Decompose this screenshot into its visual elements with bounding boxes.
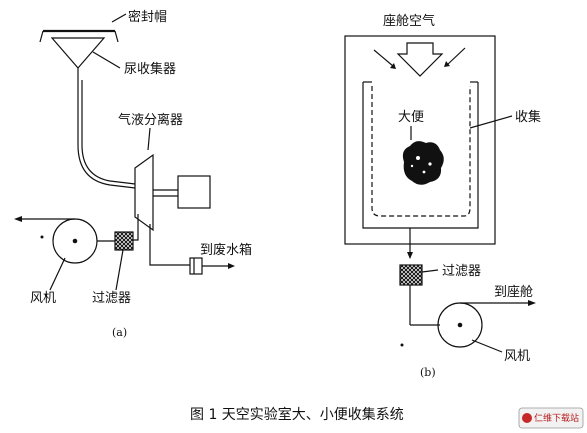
urine-collector-funnel bbox=[50, 37, 106, 80]
label-waste-tank: 到废水箱 bbox=[200, 242, 252, 258]
label-sub-a: (a) bbox=[112, 326, 127, 339]
label-fan-b: 风机 bbox=[504, 349, 530, 364]
filter-b bbox=[399, 264, 423, 286]
label-collect: 收集 bbox=[515, 109, 541, 125]
label-separator: 气液分离器 bbox=[118, 112, 183, 128]
filter-a bbox=[114, 231, 134, 251]
fan-a bbox=[14, 216, 98, 264]
collection-chamber bbox=[344, 35, 496, 245]
collection-bag bbox=[371, 86, 471, 217]
figure-caption: 图 1 天空实验室大、小便收集系统 bbox=[190, 406, 404, 423]
label-filter-b: 过滤器 bbox=[442, 264, 481, 279]
panel-a: 密封帽 尿收集器 气液分离器 到废水箱 风机 过滤器 (a) bbox=[14, 9, 252, 339]
label-fan-a: 风机 bbox=[30, 291, 56, 306]
label-cabin-air: 座舱空气 bbox=[383, 13, 435, 29]
waste-tank-valve bbox=[189, 257, 203, 275]
urine-tube bbox=[77, 80, 136, 189]
label-feces: 大便 bbox=[398, 110, 424, 125]
label-to-cabin: 到座舱 bbox=[494, 285, 533, 300]
panel-b: 座舱空气 大便 收集 过滤器 到座舱 风机 (b) bbox=[344, 13, 541, 379]
watermark-text: 仁维下载站 bbox=[534, 412, 579, 424]
label-urine-collector: 尿收集器 bbox=[124, 61, 176, 77]
gas-liquid-separator bbox=[134, 153, 211, 232]
label-sub-b: (b) bbox=[420, 366, 436, 379]
watermark-badge: 仁维下载站 bbox=[518, 407, 584, 429]
fan-b bbox=[437, 300, 536, 348]
feces-blob bbox=[402, 141, 444, 185]
cabin-air-arrow bbox=[396, 42, 444, 77]
seal-cap bbox=[39, 29, 119, 43]
label-seal-cap: 密封帽 bbox=[128, 9, 167, 25]
label-filter-a: 过滤器 bbox=[92, 291, 131, 306]
